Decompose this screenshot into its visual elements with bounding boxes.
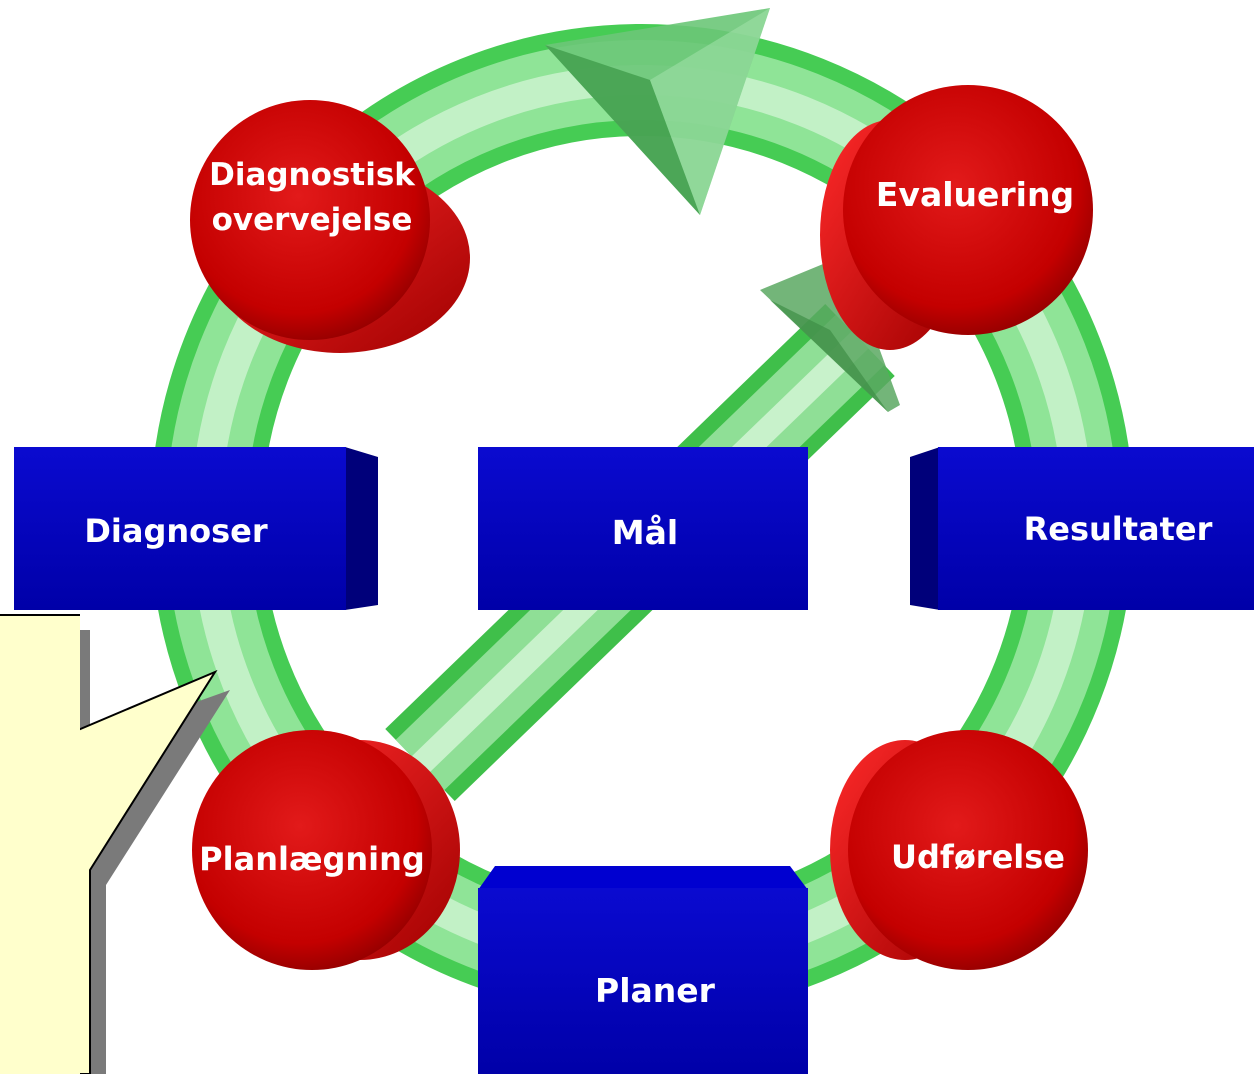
output-box [938, 447, 1254, 610]
output-goals: Mål [478, 447, 808, 610]
stage-diagnostic-label-line1: Diagnostisk [209, 157, 416, 193]
stage-planning-label: Planlægning [199, 840, 425, 878]
ring-arrow-head [545, 8, 770, 215]
stage-diagnostic-label-line2: overvejelse [212, 202, 413, 238]
stage-execution: Udførelse [830, 730, 1088, 970]
stage-ball [848, 730, 1088, 970]
stage-planning: Planlægning [192, 730, 460, 970]
output-results-label: Resultater [1024, 510, 1213, 548]
output-plans-label: Planer [595, 971, 716, 1010]
output-results: Resultater [910, 447, 1254, 610]
stage-ball [843, 85, 1093, 335]
stage-evaluation-label: Evaluering [876, 175, 1074, 214]
output-box [478, 447, 808, 610]
stage-ball [192, 730, 432, 970]
stage-diagnostic: Diagnostisk overvejelse [190, 100, 470, 353]
output-diagnoses: Diagnoser [14, 447, 378, 610]
stage-execution-label: Udførelse [891, 838, 1065, 876]
output-box [14, 447, 346, 610]
stage-evaluation: Evaluering [820, 85, 1093, 350]
output-diagnoses-label: Diagnoser [84, 512, 268, 550]
output-goals-label: Mål [612, 513, 678, 552]
stage-ball [190, 100, 430, 340]
callout-bubble [0, 614, 230, 1075]
output-box [478, 888, 808, 1074]
output-plans: Planer [478, 866, 808, 1074]
